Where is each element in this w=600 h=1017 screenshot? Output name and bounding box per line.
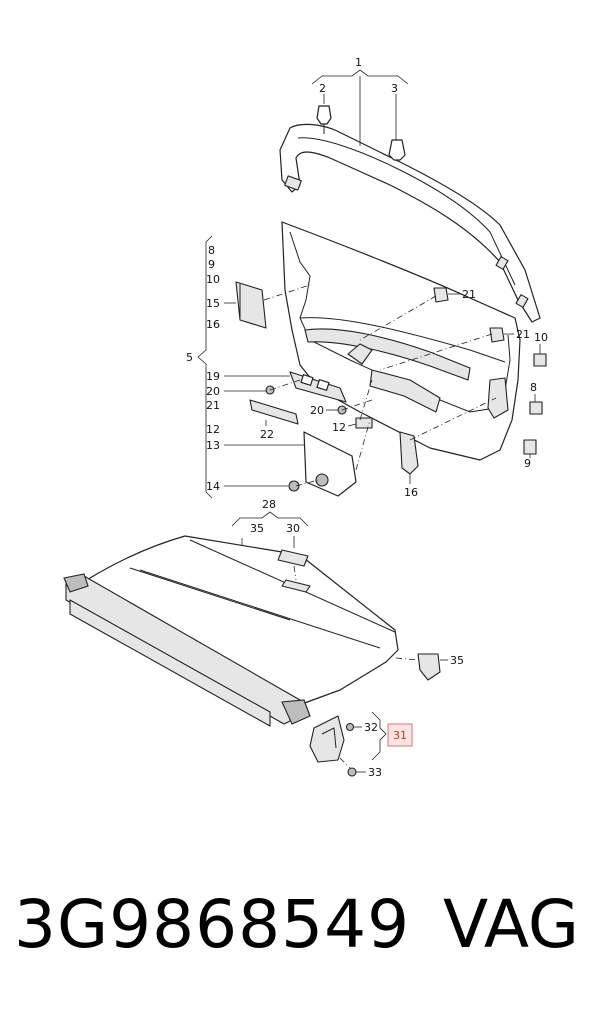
- trim-cover-15: [235, 281, 267, 329]
- bracket-31-lead: [371, 711, 387, 761]
- label-21-right-top: 21: [462, 288, 476, 301]
- clip-9: [523, 439, 537, 455]
- label-16-bottom: 16: [404, 486, 418, 499]
- clip-35-right: [395, 653, 448, 681]
- label-13: 13: [206, 439, 220, 452]
- luggage-cover: [63, 535, 399, 727]
- label-20-mid: 20: [310, 404, 324, 417]
- label-8-right: 8: [530, 381, 537, 394]
- clip-2: [316, 105, 332, 134]
- handle-19: [289, 371, 347, 403]
- clip-21-bottom: [489, 327, 505, 343]
- label-3: 3: [391, 82, 398, 95]
- exploded-parts-diagram: 1 2 3: [63, 56, 548, 779]
- label-8: 8: [208, 244, 215, 257]
- bracket-31: [309, 715, 345, 763]
- label-15: 15: [206, 297, 220, 310]
- clip-21-top: [433, 287, 449, 303]
- label-35: 35: [250, 522, 264, 535]
- label-28: 28: [262, 498, 276, 511]
- label-9-right: 9: [524, 457, 531, 470]
- label-group-1: [311, 69, 409, 146]
- label-10-right: 10: [534, 331, 548, 344]
- label-2: 2: [319, 82, 326, 95]
- screw-32: [345, 722, 362, 732]
- label-16: 16: [206, 318, 220, 331]
- screw-33: [339, 757, 366, 777]
- clip-10: [533, 353, 547, 367]
- screw-14: [288, 480, 300, 492]
- clip-3: [388, 139, 406, 161]
- upper-trim-frame: [279, 123, 541, 323]
- label-20: 20: [206, 385, 220, 398]
- label-9: 9: [208, 258, 215, 271]
- label-5: 5: [186, 351, 193, 364]
- grip-22: [249, 399, 299, 425]
- label-12: 12: [206, 423, 220, 436]
- label-30: 30: [286, 522, 300, 535]
- cover-13: [303, 431, 357, 497]
- clip-12-mid: [355, 417, 373, 429]
- label-33: 33: [368, 766, 382, 779]
- trim-cover-16: [399, 431, 419, 475]
- highlighted-part-31-box[interactable]: [387, 723, 413, 747]
- label-group-28: [231, 511, 309, 548]
- label-35-right: 35: [450, 654, 464, 667]
- lower-trim-panel: [281, 221, 521, 461]
- label-10: 10: [206, 273, 220, 286]
- clip-8: [529, 401, 543, 415]
- assembly-lines: [263, 284, 497, 487]
- label-22: 22: [260, 428, 274, 441]
- brand-name: VAG: [443, 886, 580, 963]
- label-14: 14: [206, 480, 220, 493]
- label-19: 19: [206, 370, 220, 383]
- label-bracket-left: [197, 235, 304, 499]
- label-21-right-bottom: 21: [516, 328, 530, 341]
- part-number: 3G9868549: [14, 886, 411, 963]
- label-32: 32: [364, 721, 378, 734]
- label-12-mid: 12: [332, 421, 346, 434]
- label-1: 1: [355, 56, 362, 69]
- label-31-highlighted[interactable]: 31: [393, 729, 407, 742]
- label-21: 21: [206, 399, 220, 412]
